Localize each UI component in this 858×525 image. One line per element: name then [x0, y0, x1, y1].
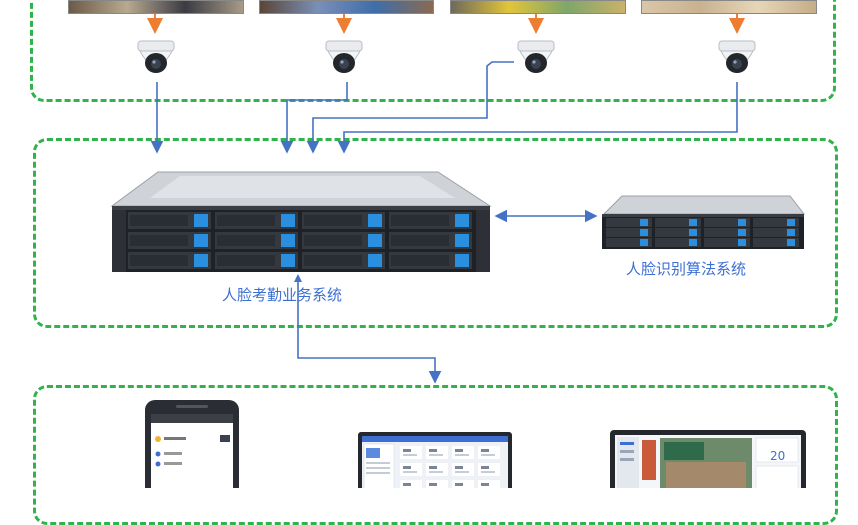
drive-latch: [738, 239, 746, 246]
classroom-photo: [450, 0, 626, 14]
client-link: [297, 280, 442, 384]
dome-camera-icon: [514, 37, 558, 81]
drive-latch: [738, 229, 746, 236]
algorithm-system-label: 人脸识别算法系统: [626, 260, 747, 278]
drive-latch: [194, 254, 208, 267]
dashboard-tile: [452, 446, 474, 459]
classroom-photo: [259, 0, 434, 14]
camera-link: [337, 82, 738, 154]
drive-latch: [455, 254, 469, 267]
drive-latch: [640, 229, 648, 236]
drive-latch: [281, 254, 295, 267]
drive-latch: [455, 214, 469, 227]
drive-bay: [753, 228, 799, 237]
drive-latch: [640, 219, 648, 226]
dashboard-tile: [478, 446, 500, 459]
drive-latch: [194, 234, 208, 247]
drive-latch: [455, 234, 469, 247]
drive-bay: [704, 228, 750, 237]
drive-latch: [368, 214, 382, 227]
drive-latch: [787, 239, 795, 246]
laptop-icon: 20: [610, 430, 806, 488]
drive-latch: [640, 239, 648, 246]
attendance-system-label: 人脸考勤业务系统: [222, 286, 343, 304]
drive-latch: [787, 219, 795, 226]
drive-latch: [281, 214, 295, 227]
dashboard-tile: [478, 463, 500, 476]
drive-latch: [738, 219, 746, 226]
drive-latch: [281, 234, 295, 247]
drive-bay: [655, 218, 701, 227]
drive-latch: [368, 234, 382, 247]
dashboard-tile: [426, 446, 448, 459]
smartphone-icon: [145, 400, 239, 488]
drive-latch: [368, 254, 382, 267]
drive-bay: [606, 218, 652, 227]
dashboard-tile: [426, 463, 448, 476]
drive-bay: [704, 218, 750, 227]
monitor-icon: [358, 432, 512, 488]
drive-latch: [194, 214, 208, 227]
dashboard-tile: [400, 446, 422, 459]
drive-latch: [689, 229, 697, 236]
dome-camera-icon: [134, 37, 178, 81]
camera-link: [280, 82, 348, 154]
drive-latch: [689, 239, 697, 246]
drive-bay: [655, 228, 701, 237]
svg-text:20: 20: [770, 449, 785, 463]
connector-layer: 20: [110, 14, 806, 488]
camera-zone: [30, 0, 836, 102]
classroom-photo: [68, 0, 244, 14]
drive-bay: [606, 228, 652, 237]
dashboard-tile: [452, 463, 474, 476]
drive-latch: [787, 229, 795, 236]
dashboard-tile: [400, 463, 422, 476]
drive-bay: [704, 238, 750, 247]
drive-bay: [655, 238, 701, 247]
camera-link: [306, 61, 514, 154]
drive-bay: [606, 238, 652, 247]
classroom-photo: [641, 0, 817, 14]
dome-camera-icon: [322, 37, 366, 81]
server-zone: [33, 138, 838, 328]
drive-latch: [689, 219, 697, 226]
dome-camera-icon: [715, 37, 759, 81]
drive-bay: [753, 238, 799, 247]
drive-bay: [753, 218, 799, 227]
